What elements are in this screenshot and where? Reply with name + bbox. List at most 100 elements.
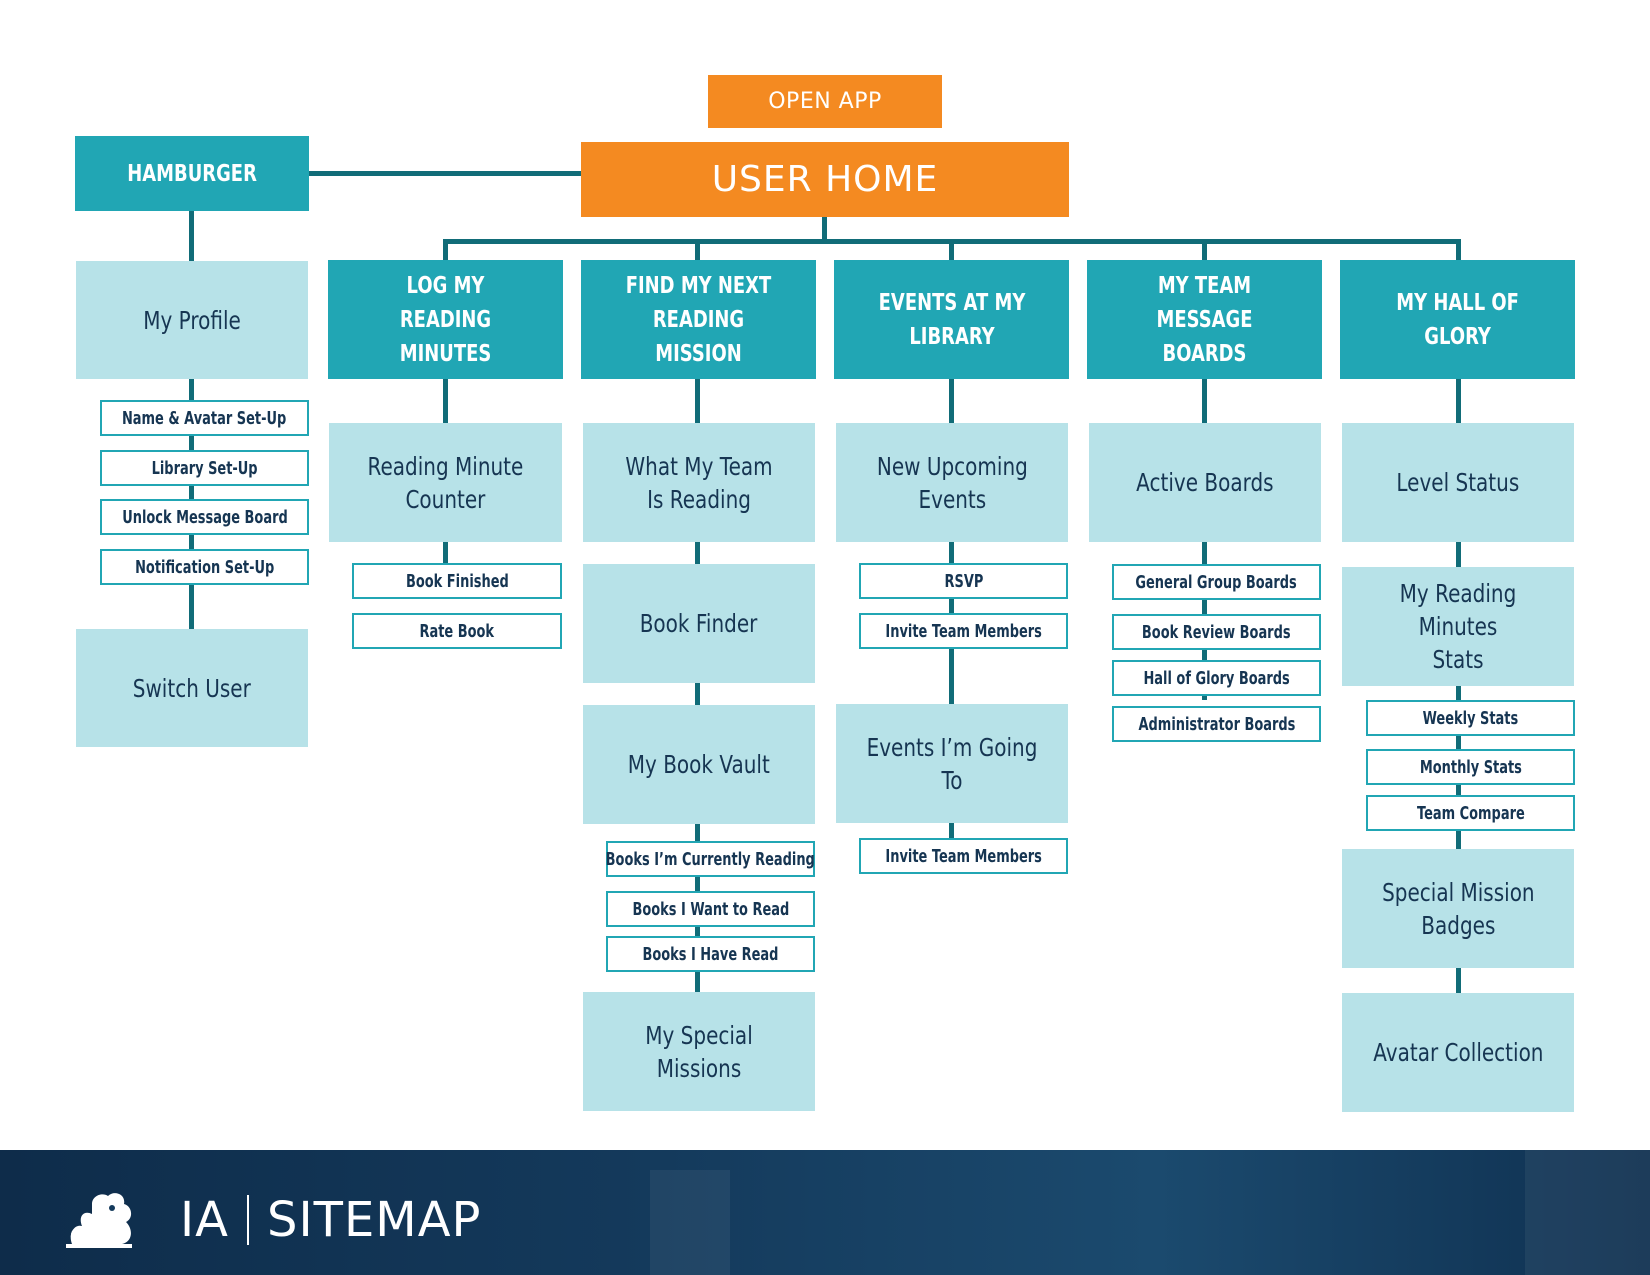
my-book-vault-node: My Book Vault [583, 705, 815, 824]
notification-setup-node: Notification Set-Up [100, 549, 309, 585]
rsvp-node-label: RSVP [944, 570, 983, 592]
connector-c1-b [443, 540, 448, 564]
level-status-node: Level Status [1342, 423, 1574, 542]
name-avatar-setup-node: Name & Avatar Set-Up [100, 400, 309, 436]
special-mission-badges-node: Special Mission Badges [1342, 849, 1574, 968]
name-avatar-setup-node-label: Name & Avatar Set-Up [122, 407, 287, 429]
my-special-missions-node-label: My Special Missions [645, 1020, 753, 1083]
connector-c4-a [1202, 378, 1207, 424]
events-going-to-node-label: Events I’m Going To [866, 732, 1038, 795]
avatar-collection-node-label: Avatar Collection [1372, 1038, 1544, 1067]
what-my-team-is-reading-node-label: What My Team Is Reading [625, 451, 773, 514]
what-my-team-is-reading-node: What My Team Is Reading [583, 423, 815, 542]
connector-c2-main [695, 378, 700, 993]
connector-col2 [695, 239, 700, 261]
book-review-boards-node: Book Review Boards [1112, 614, 1321, 650]
reading-minute-counter-node-label: Reading Minute Counter [367, 451, 524, 514]
notification-setup-node-label: Notification Set-Up [134, 556, 275, 578]
administrator-boards-node-label: Administrator Boards [1138, 713, 1295, 735]
team-compare-node: Team Compare [1366, 795, 1575, 831]
section-find-next-reading-mission-label: FIND MY NEXT READING MISSION [625, 272, 772, 367]
section-log-reading-minutes: LOG MY READING MINUTES [328, 260, 563, 379]
reading-minutes-stats-node: My Reading Minutes Stats [1342, 567, 1574, 686]
invite-team-members-2-node: Invite Team Members [859, 838, 1068, 874]
level-status-node-label: Level Status [1396, 468, 1520, 497]
administrator-boards-node: Administrator Boards [1112, 706, 1321, 742]
hall-of-glory-boards-node: Hall of Glory Boards [1112, 660, 1321, 696]
rsvp-node: RSVP [859, 563, 1068, 599]
book-finished-node-label: Book Finished [405, 570, 509, 592]
hall-of-glory-boards-node-label: Hall of Glory Boards [1143, 667, 1290, 689]
book-finder-node-label: Book Finder [640, 609, 758, 638]
footer-divider [247, 1195, 249, 1245]
connector-col3 [949, 239, 954, 261]
footer-title: IA SITEMAP [180, 1192, 481, 1248]
active-boards-node-label: Active Boards [1136, 468, 1274, 497]
new-upcoming-events-node-label: New Upcoming Events [876, 451, 1028, 514]
hamburger-node: HAMBURGER [75, 136, 309, 211]
user-home-node: USER HOME [581, 142, 1069, 217]
connector-c1-a [443, 378, 448, 424]
connector-home-down [822, 216, 827, 243]
book-finder-node: Book Finder [583, 564, 815, 683]
footer-title-ia: IA [180, 1192, 229, 1248]
monthly-stats-node-label: Monthly Stats [1419, 756, 1522, 778]
section-hall-of-glory-label: MY HALL OF GLORY [1396, 289, 1519, 350]
user-home-node-label: USER HOME [711, 159, 939, 200]
lion-logo-icon [66, 1193, 132, 1248]
general-group-boards-node-label: General Group Boards [1135, 571, 1298, 593]
book-review-boards-node-label: Book Review Boards [1142, 621, 1291, 643]
connector-c3-main [949, 378, 954, 840]
unlock-message-board-node-label: Unlock Message Board [121, 506, 288, 528]
reading-minute-counter-node: Reading Minute Counter [329, 423, 562, 542]
books-want-to-read-node-label: Books I Want to Read [632, 898, 789, 920]
section-log-reading-minutes-label: LOG MY READING MINUTES [399, 272, 492, 367]
unlock-message-board-node: Unlock Message Board [100, 499, 309, 535]
switch-user-node-label: Switch User [132, 673, 252, 703]
avatar-collection-node: Avatar Collection [1342, 993, 1574, 1112]
team-compare-node-label: Team Compare [1416, 802, 1525, 824]
rate-book-node-label: Rate Book [419, 620, 495, 642]
open-app-node: OPEN APP [708, 75, 942, 128]
books-currently-reading-node-label: Books I’m Currently Reading [605, 848, 816, 870]
section-events-at-library-label: EVENTS AT MY LIBRARY [878, 289, 1025, 350]
footer-stone-texture [650, 1170, 730, 1275]
books-have-read-node: Books I Have Read [606, 936, 815, 972]
library-setup-node: Library Set-Up [100, 450, 309, 486]
switch-user-node: Switch User [76, 629, 308, 747]
events-going-to-node: Events I’m Going To [836, 704, 1068, 823]
weekly-stats-node: Weekly Stats [1366, 700, 1575, 736]
my-special-missions-node: My Special Missions [583, 992, 815, 1111]
invite-team-members-node: Invite Team Members [859, 613, 1068, 649]
section-team-message-boards-label: MY TEAM MESSAGE BOARDS [1156, 272, 1253, 367]
section-events-at-library: EVENTS AT MY LIBRARY [834, 260, 1069, 379]
invite-team-members-2-node-label: Invite Team Members [885, 845, 1042, 867]
footer-stone-texture-right [1525, 1150, 1650, 1275]
active-boards-node: Active Boards [1089, 423, 1321, 542]
monthly-stats-node: Monthly Stats [1366, 749, 1575, 785]
weekly-stats-node-label: Weekly Stats [1422, 707, 1519, 729]
my-profile-node: My Profile [76, 261, 308, 379]
books-currently-reading-node: Books I’m Currently Reading [606, 841, 815, 877]
library-setup-node-label: Library Set-Up [151, 457, 258, 479]
general-group-boards-node: General Group Boards [1112, 564, 1321, 600]
invite-team-members-node-label: Invite Team Members [885, 620, 1042, 642]
books-want-to-read-node: Books I Want to Read [606, 891, 815, 927]
section-team-message-boards: MY TEAM MESSAGE BOARDS [1087, 260, 1322, 379]
connector-col1 [443, 239, 448, 261]
rate-book-node: Rate Book [352, 613, 562, 649]
section-hall-of-glory: MY HALL OF GLORY [1340, 260, 1575, 379]
reading-minutes-stats-node-label: My Reading Minutes Stats [1399, 579, 1517, 674]
section-find-next-reading-mission: FIND MY NEXT READING MISSION [581, 260, 816, 379]
hamburger-node-label: HAMBURGER [127, 160, 257, 187]
special-mission-badges-node-label: Special Mission Badges [1381, 877, 1535, 940]
footer-title-sitemap: SITEMAP [267, 1192, 482, 1248]
new-upcoming-events-node: New Upcoming Events [836, 423, 1068, 542]
connector-hamburger-down [189, 210, 194, 262]
my-profile-node-label: My Profile [143, 305, 241, 335]
connector-col5 [1456, 239, 1461, 261]
books-have-read-node-label: Books I Have Read [642, 943, 779, 965]
connector-col4 [1202, 239, 1207, 261]
footer-banner: IA SITEMAP [0, 1150, 1650, 1275]
book-finished-node: Book Finished [352, 563, 562, 599]
